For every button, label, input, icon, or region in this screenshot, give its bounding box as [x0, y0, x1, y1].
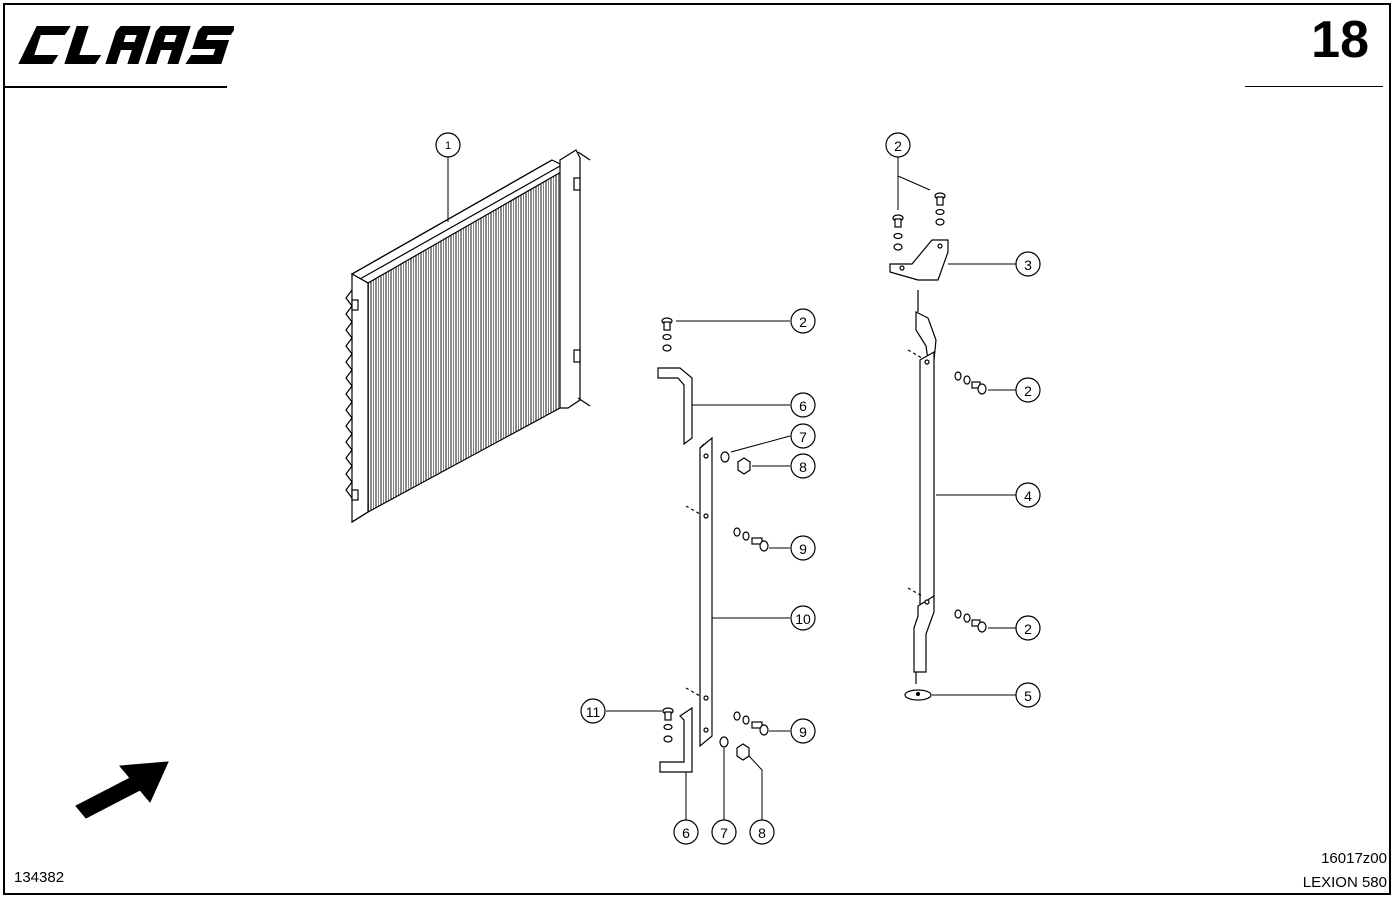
- callout-7-bottom: [711, 819, 737, 845]
- callout-9-lower: [790, 718, 816, 744]
- callout-label: 2: [799, 314, 807, 330]
- callout-label: 11: [586, 704, 601, 720]
- callout-labels: 1 2 3 2 4 2 5 2 6 7 8 9 10 9 11 6 7 8: [445, 138, 1032, 841]
- condenser-core: [345, 149, 591, 524]
- callout-label: 5: [1024, 688, 1032, 704]
- callout-2-lower: [1015, 615, 1041, 641]
- callout-7-top: [790, 423, 816, 449]
- callout-label: 10: [795, 611, 811, 627]
- callout-1: [435, 132, 461, 158]
- model-name: LEXION 580: [1302, 874, 1387, 891]
- header-rule-left: [3, 86, 227, 88]
- callout-label: 2: [1024, 383, 1032, 399]
- callout-2-left: [790, 308, 816, 334]
- callout-10: [790, 605, 816, 631]
- callout-label: 6: [682, 825, 690, 841]
- arrow-direction-icon: [75, 761, 169, 819]
- callout-3: [1015, 251, 1041, 277]
- callout-label: 3: [1024, 257, 1032, 273]
- right-stay-assembly: [889, 192, 987, 701]
- drawing-frame: [3, 3, 1391, 895]
- callout-label: 7: [720, 825, 728, 841]
- callout-2-top: [885, 132, 911, 158]
- callout-label: 7: [799, 429, 807, 445]
- left-mounting-assembly: [657, 317, 769, 773]
- callout-label: 6: [799, 398, 807, 414]
- callout-6-top: [790, 392, 816, 418]
- callout-2-upper: [1015, 377, 1041, 403]
- callout-circles: [435, 132, 1041, 845]
- callout-5: [1015, 682, 1041, 708]
- callout-label: 4: [1024, 488, 1032, 504]
- callout-8-top: [790, 453, 816, 479]
- callout-9-upper: [790, 535, 816, 561]
- drawing-number: 134382: [14, 869, 65, 886]
- callout-label: 2: [1024, 621, 1032, 637]
- leader-lines: [447, 157, 1016, 820]
- figure-code: 16017z00: [1321, 850, 1387, 867]
- callout-8-bottom: [749, 819, 775, 845]
- claas-logo: [18, 26, 234, 64]
- callout-4: [1015, 482, 1041, 508]
- callout-label: 2: [894, 138, 902, 154]
- callout-label: 8: [799, 459, 807, 475]
- page-number: 18: [1311, 11, 1369, 69]
- callout-label: 1: [445, 140, 451, 152]
- callout-label: 8: [758, 825, 766, 841]
- callout-11: [580, 698, 606, 724]
- header-rule-right: [1245, 86, 1383, 87]
- callout-label: 9: [799, 724, 807, 740]
- callout-6-bottom: [673, 819, 699, 845]
- callout-label: 9: [799, 541, 807, 557]
